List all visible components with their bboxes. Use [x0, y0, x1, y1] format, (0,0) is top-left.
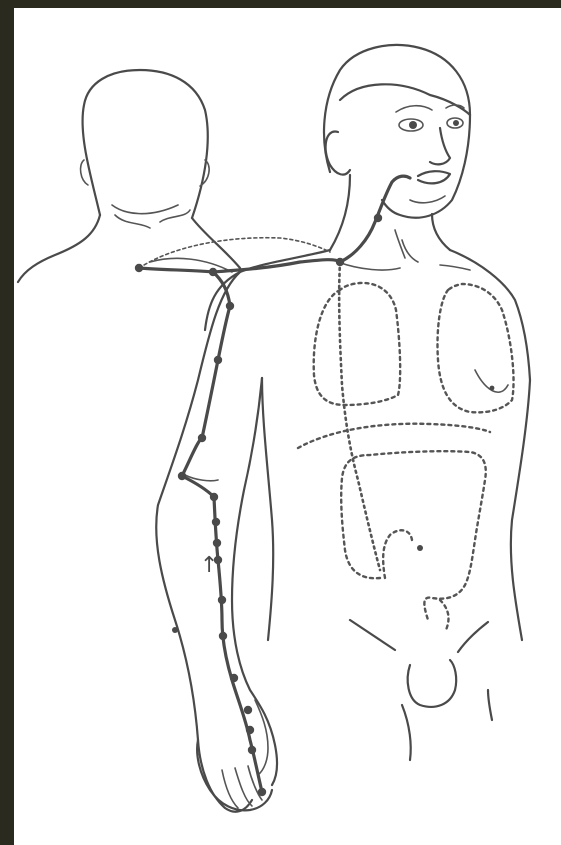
- acupoint-forearm-2: [213, 539, 221, 547]
- acupoint-hand-2: [246, 726, 254, 734]
- sternal-notch: [402, 240, 418, 262]
- front-figure: [156, 45, 530, 812]
- front-groin-left: [350, 620, 395, 650]
- front-nose: [430, 128, 450, 164]
- front-pupil-left: [409, 121, 417, 129]
- acupoint-hand-1: [244, 706, 252, 714]
- acupoint-neck: [336, 258, 344, 266]
- lung-left: [314, 283, 400, 405]
- acupoint-upper-arm-1: [226, 302, 234, 310]
- acupoint-elbow-1: [178, 472, 186, 480]
- acupoint-shoulder-top: [209, 268, 217, 276]
- arm-inner-edge: [232, 378, 277, 785]
- front-pupil-right: [453, 120, 459, 126]
- front-shoulder-right: [450, 250, 530, 380]
- front-torso-right: [511, 380, 530, 640]
- front-chin: [410, 196, 445, 203]
- internal-organs: [298, 262, 514, 630]
- clavicle-right: [440, 265, 470, 270]
- acupoint-upper-arm-2: [214, 356, 222, 364]
- navel: [417, 545, 423, 551]
- front-groin-right: [458, 622, 488, 652]
- acupoint-jaw: [374, 214, 382, 222]
- front-hair: [340, 84, 470, 115]
- rectum: [440, 600, 448, 630]
- hand-palm: [197, 740, 272, 810]
- front-head-outline: [324, 45, 470, 218]
- acupoint-forearm-1: [212, 518, 220, 526]
- acupoint-upper-arm-3: [198, 434, 206, 442]
- acupoint-elbow-2: [210, 493, 218, 501]
- back-shoulder-left: [18, 215, 100, 282]
- clavicle-left: [338, 262, 400, 270]
- front-thigh-left: [402, 705, 411, 760]
- diaphragm-line: [298, 424, 490, 448]
- descending-colon: [383, 530, 412, 578]
- back-head-outline: [83, 70, 208, 218]
- nipple-right: [490, 386, 495, 391]
- figure-frame: ↑: [14, 8, 561, 845]
- internal-pathway: [339, 262, 380, 570]
- lung-right: [437, 284, 513, 412]
- meridian-line: [139, 268, 262, 792]
- arm-outer-edge: [156, 272, 252, 812]
- meridian-diagram: ↑: [14, 8, 561, 845]
- acupoint-forearm-5: [219, 632, 227, 640]
- back-hairline: [112, 205, 178, 214]
- acupoint-finger-tip: [258, 788, 266, 796]
- acupoint-outer-forearm: [172, 627, 178, 633]
- front-eyebrow: [396, 106, 432, 112]
- acupoint-hand-3: [248, 746, 256, 754]
- front-torso-left: [262, 378, 273, 640]
- front-thigh-right: [488, 690, 492, 720]
- large-intestine: [341, 451, 486, 620]
- acupoint-shoulder-back: [135, 264, 143, 272]
- finger-1: [222, 770, 238, 808]
- front-neck-left: [330, 175, 350, 250]
- front-mouth: [418, 171, 450, 183]
- front-neck-right: [432, 214, 450, 250]
- acupoint-forearm-4: [218, 596, 226, 604]
- acupoint-wrist: [230, 674, 238, 682]
- front-genitals: [408, 660, 457, 707]
- flow-direction-arrow: ↑: [200, 553, 218, 578]
- back-figure: [18, 70, 240, 282]
